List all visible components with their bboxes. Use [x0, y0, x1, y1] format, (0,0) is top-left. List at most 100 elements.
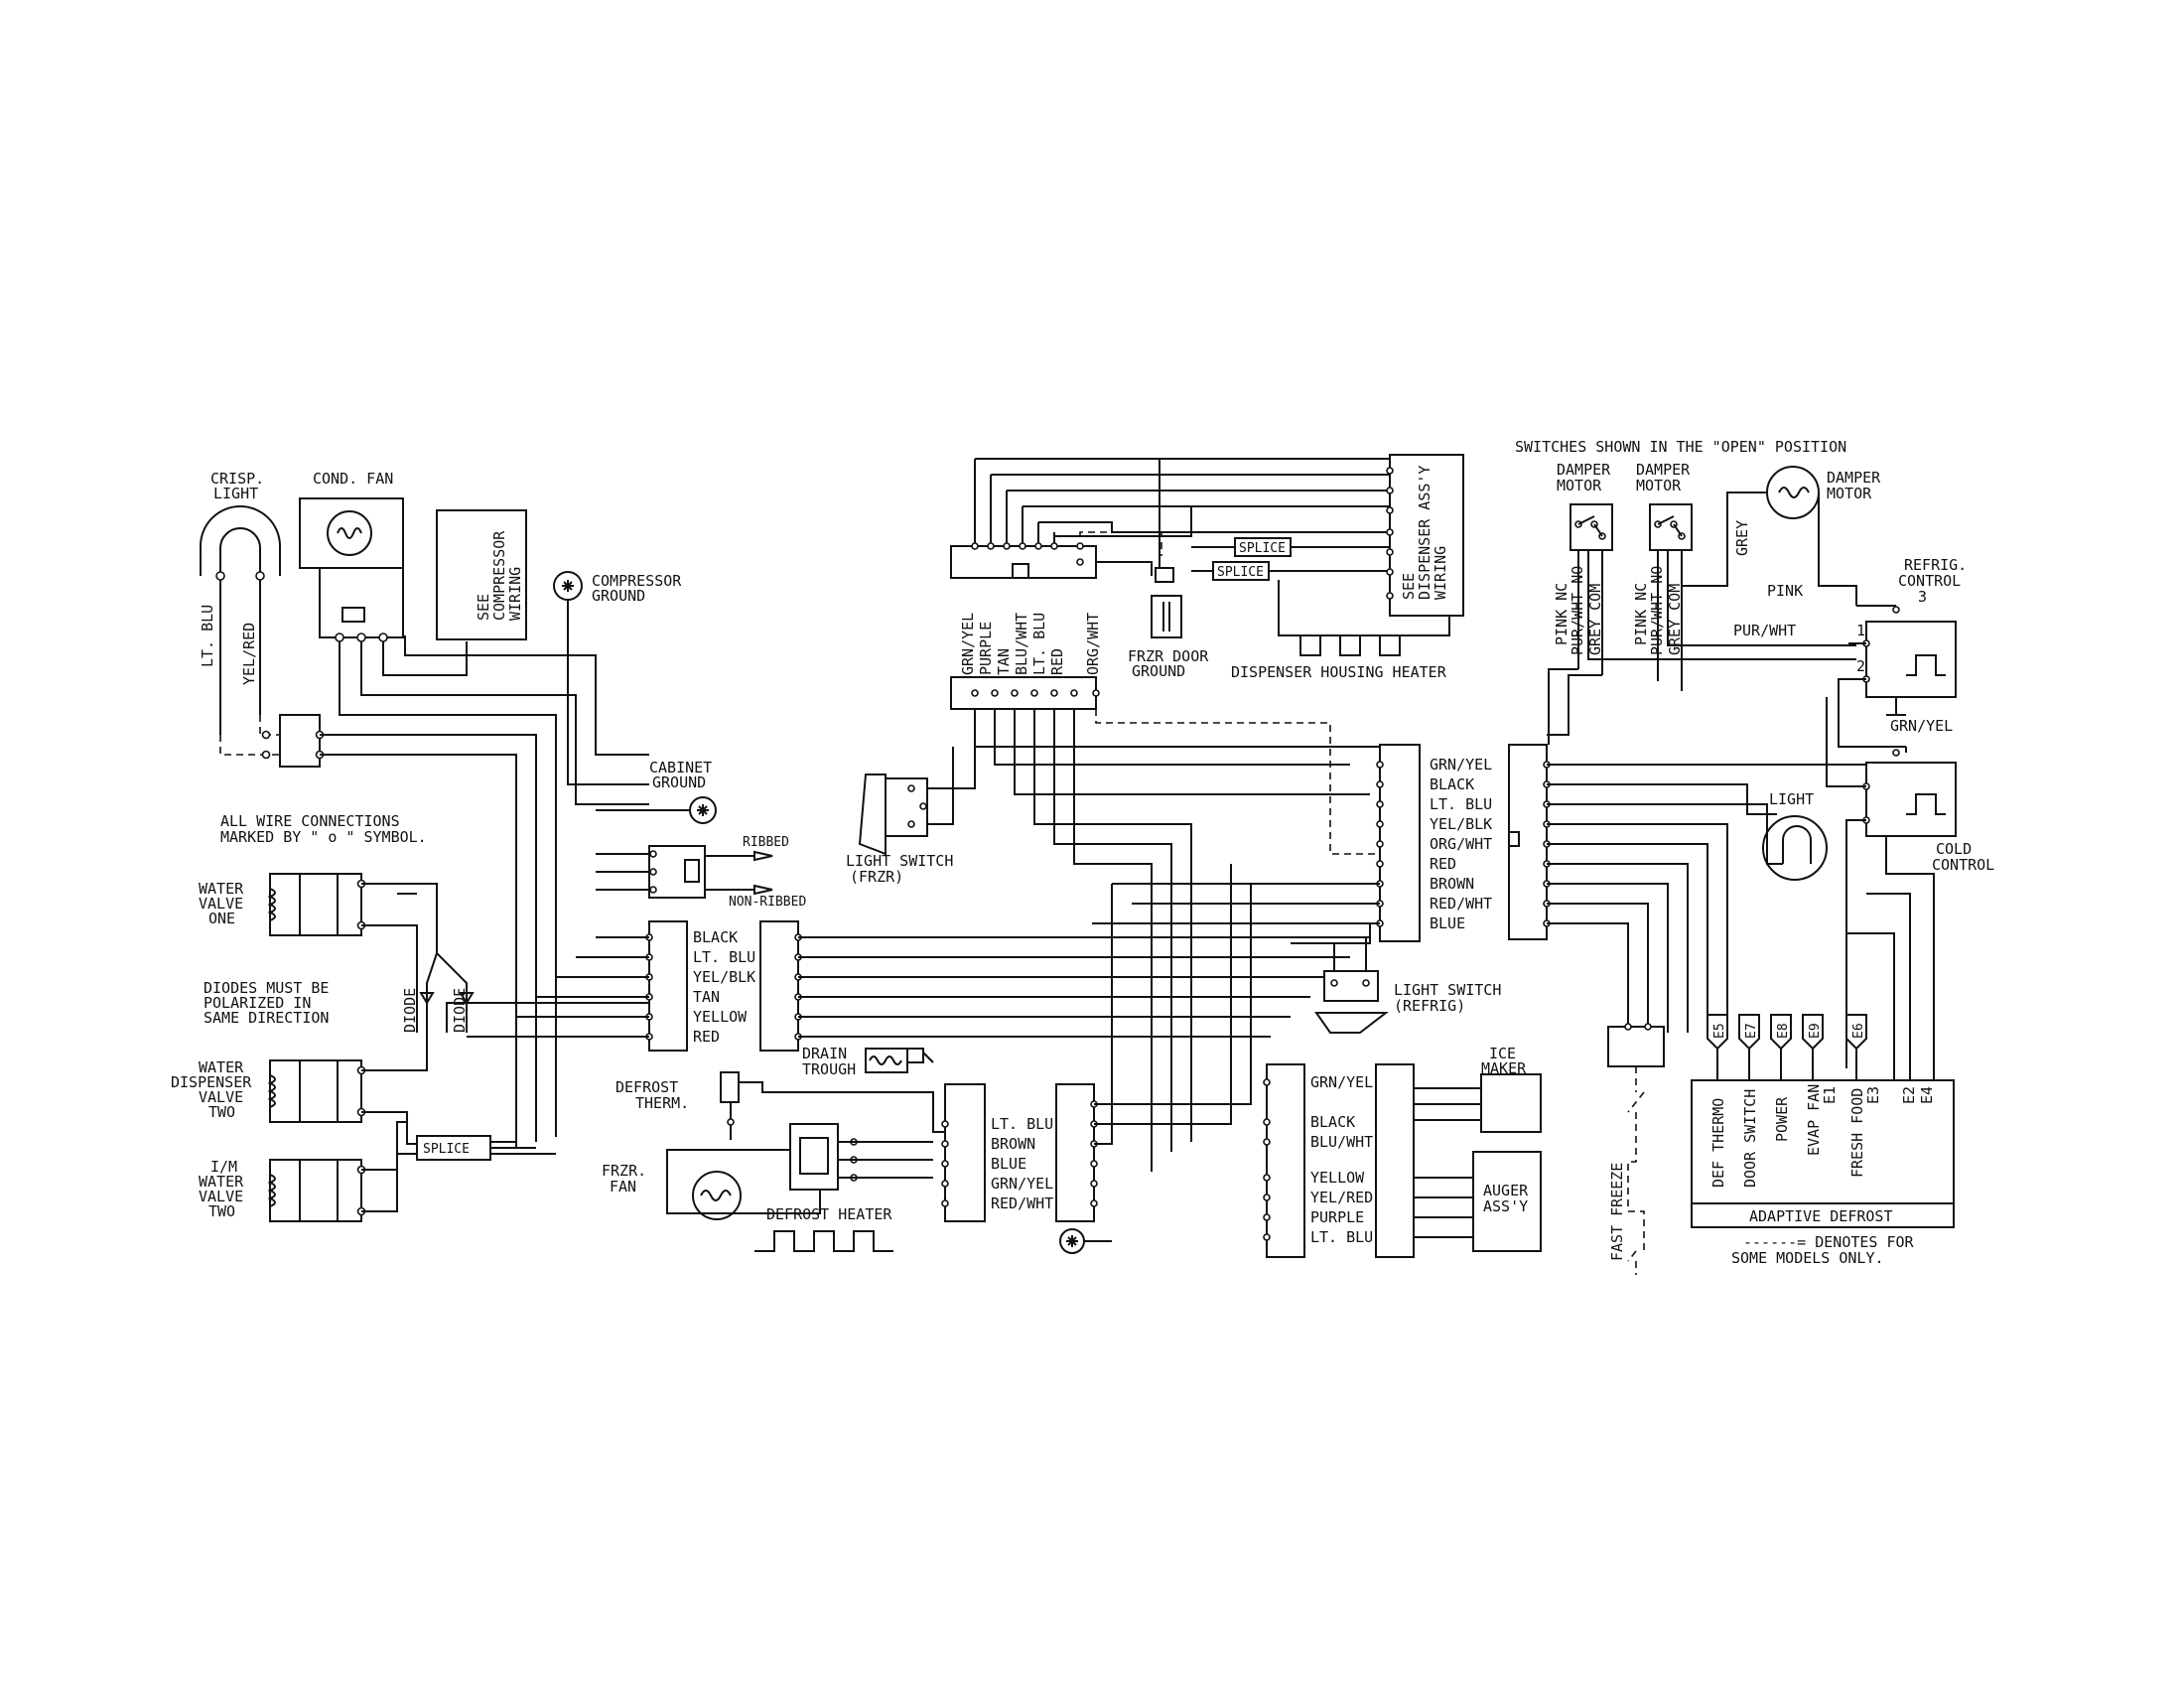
diodes-note: DIODES MUST BE — [204, 979, 329, 997]
defrost-connector — [944, 1083, 986, 1222]
compressor-wiring-label: WIRING — [506, 567, 524, 621]
auger-assy — [1472, 1151, 1542, 1252]
damper-motor-label: MOTOR — [1557, 477, 1602, 494]
refrig-control-number: 1 — [1856, 622, 1865, 639]
cold-control-label: COLD — [1936, 840, 1972, 858]
refrig-control-number: 2 — [1856, 657, 1865, 675]
light-switch-refrig — [1314, 937, 1389, 1034]
wire-color-label: PINK — [1767, 582, 1803, 600]
auger-label: ASS'Y — [1483, 1197, 1528, 1215]
water-valve-one-label: ONE — [208, 910, 235, 927]
diodes-note: POLARIZED IN — [204, 994, 311, 1012]
svg-text:ORG/WHT: ORG/WHT — [1084, 613, 1102, 675]
frzr-door-ground-label: GROUND — [1132, 662, 1185, 680]
water-dispenser-label: TWO — [208, 1103, 235, 1121]
svg-text:TAN: TAN — [995, 648, 1013, 675]
damper-switch-left — [1570, 503, 1613, 551]
light-switch-frzr-label: (FRZR) — [850, 868, 903, 886]
freezer-fan — [666, 1123, 933, 1220]
frzr-door-ground-icon — [1151, 459, 1182, 638]
center-connector-wire-label: BLACK — [1430, 775, 1474, 793]
ice-maker — [1480, 1073, 1542, 1133]
ice-connector-wire-label: PURPLE — [1310, 1208, 1364, 1226]
adaptive-function-label: E1 — [1821, 1086, 1839, 1104]
drain-trough-label: TROUGH — [802, 1060, 856, 1078]
light-label: LIGHT — [1769, 790, 1814, 808]
connector-a-left — [648, 920, 688, 1052]
center-connector — [1379, 744, 1421, 942]
damper-motor-label: DAMPER — [1557, 461, 1611, 479]
water-dispenser-valve — [267, 1059, 366, 1123]
im-valve-label: VALVE — [199, 1188, 243, 1205]
defrost-heater-label: DEFROST HEATER — [766, 1205, 892, 1223]
denotes-note: SOME MODELS ONLY. — [1731, 1249, 1884, 1267]
adaptive-terminal-label: E7 — [1744, 1023, 1759, 1039]
adaptive-function-label: POWER — [1773, 1096, 1791, 1142]
diode-icon — [419, 992, 475, 1005]
svg-text:BLU/WHT: BLU/WHT — [1013, 613, 1030, 675]
damper-motor — [1682, 466, 1857, 606]
damper-motor-label: DAMPER — [1636, 461, 1691, 479]
drain-trough — [865, 1048, 934, 1073]
svg-text:GRN/YEL: GRN/YEL — [959, 613, 977, 675]
fast-freeze-switch — [1607, 1026, 1665, 1067]
middle-connector-terms — [1090, 1100, 1098, 1207]
damper-wire-label: PINK NC — [1632, 583, 1650, 645]
ice-connector-wire-label: YEL/RED — [1310, 1189, 1373, 1206]
wire-color-label: GRN/YEL — [1890, 717, 1953, 735]
defrost-connector-wire-label: GRN/YEL — [991, 1175, 1053, 1193]
wire-color-label: GREY — [1733, 520, 1751, 556]
adaptive-function-label: DOOR SWITCH — [1741, 1089, 1759, 1188]
cabinet-ground-label: CABINET — [649, 759, 712, 776]
cabinet-ground-icon — [596, 796, 717, 824]
condenser-fan-label: COND. FAN — [313, 470, 393, 488]
defrost-thermostat — [720, 1071, 953, 1140]
light-bulb-icon — [1762, 815, 1828, 881]
defrost-connector-wire-label: BROWN — [991, 1135, 1035, 1153]
adaptive-function-label: E2 — [1900, 1086, 1918, 1104]
adaptive-defrost-terminals — [1706, 836, 1935, 1080]
adaptive-function-label: EVAP FAN — [1805, 1084, 1823, 1156]
ice-connector-terms — [1263, 1078, 1271, 1241]
water-dispenser-label: DISPENSER — [171, 1073, 252, 1091]
damper-wire-label: PINK NC — [1553, 583, 1570, 645]
svg-text:RED: RED — [1048, 648, 1066, 675]
compressor-wiring-label: SEE — [475, 594, 492, 621]
splice-label: SPLICE — [1239, 541, 1286, 556]
connector-a-wire-label: YEL/BLK — [693, 968, 755, 986]
water-valve-one-label: VALVE — [199, 895, 243, 913]
refrig-control-label: CONTROL — [1898, 572, 1961, 590]
non-ribbed-label: NON-RIBBED — [729, 895, 806, 910]
connector-a-wire-label: YELLOW — [693, 1008, 748, 1026]
ground-icon — [1059, 1228, 1112, 1254]
compressor-wiring-box — [436, 509, 527, 640]
adaptive-terminal-label: E9 — [1808, 1023, 1823, 1039]
dispenser-assy-label: SEE — [1400, 573, 1418, 600]
crisp-light — [200, 505, 281, 735]
compressor-ground-icon — [553, 571, 583, 635]
cabinet-ground-label: GROUND — [652, 774, 706, 791]
compressor-ground-label: GROUND — [592, 587, 645, 605]
connector-a-right — [759, 920, 799, 1052]
condenser-fan — [299, 497, 404, 642]
im-valve-label: I/M — [210, 1158, 237, 1176]
defrost-connector-terms — [941, 1120, 949, 1207]
dispenser-housing-heater — [1281, 634, 1401, 656]
wire-color-label: PUR/WHT — [1733, 622, 1796, 639]
ice-connector-wire-label: BLU/WHT — [1310, 1133, 1373, 1151]
ice-connector-wire-label: YELLOW — [1310, 1169, 1365, 1187]
ice-connector-wire-label: LT. BLU — [1310, 1228, 1373, 1246]
defrost-therm-label: DEFROST — [615, 1078, 678, 1096]
ice-maker-label: ICE — [1489, 1045, 1516, 1062]
defrost-connector-wire-label: LT. BLU — [991, 1115, 1053, 1133]
splice-label: SPLICE — [423, 1142, 470, 1157]
refrig-control-label: REFRIG. — [1904, 556, 1967, 574]
diodes-note: SAME DIRECTION — [204, 1009, 329, 1027]
im-water-valve — [267, 1159, 366, 1222]
denotes-note: ------= DENOTES FOR — [1743, 1233, 1915, 1251]
crisp-light-label: LIGHT — [213, 485, 258, 502]
adaptive-function-label: E4 — [1918, 1086, 1936, 1104]
compressor-wiring-label: COMPRESSOR — [490, 530, 508, 621]
